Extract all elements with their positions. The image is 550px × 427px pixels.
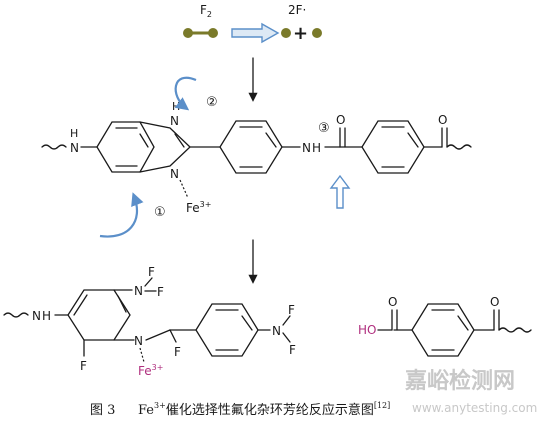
imidazole-n-bottom: N [170,167,179,181]
fluorinated-ring [67,289,131,341]
product-amine-h: H [42,309,51,323]
terephthaloyl-ring [361,120,425,174]
product-nf2-n: N [134,284,143,298]
product-f-bridge: F [174,345,181,359]
watermark-cn: 嘉峪检测网 [405,368,515,394]
attack-arrow-1 [99,192,144,238]
step-3-label: ③ [318,121,330,136]
carbonyl-o-1: O [336,113,345,127]
carbonyl-o-2: O [438,113,447,127]
product-amine-n: N [32,309,41,323]
fe-label: Fe3+ [186,200,211,215]
watermark: 嘉峪检测网 www.anytesting.com [405,368,537,415]
product-nf2-n-2: N [272,324,281,338]
product-nf2-f2: F [157,285,164,299]
product-label: 2F· [288,3,306,17]
product-nf2-2-f1: F [288,303,295,317]
figure-caption: 图 3 Fe3+催化选择性氟化杂环芳纶反应示意图[12] [90,401,390,418]
product-nf2-2-f2: F [289,343,296,357]
amide-n: N [302,141,311,155]
aramid-polymer-chain: N H N H N Fe3+ N H O [41,76,472,238]
fluorine-radical [312,28,322,38]
caption-text: Fe3+催化选择性氟化杂环芳纶反应示意图[12] [138,401,390,418]
amine-n: N [70,141,79,155]
acid-carbonyl-o: O [388,295,397,309]
attack-arrow-2 [174,76,197,111]
acid-carbonyl-o-2: O [490,295,499,309]
watermark-url: www.anytesting.com [412,401,537,415]
hydroxyl-ho: HO [358,323,376,337]
f2-dissociation: F2 2F· + [183,3,322,44]
dissociation-arrow [231,22,280,44]
product-fe-label: Fe3+ [138,363,163,378]
polymer-chain-wave [498,327,532,333]
carboxylic-acid-fragment: HO O O [358,295,532,357]
fluorine-atom [208,28,218,38]
fluorine-radical [281,28,291,38]
f2-label: F2 [200,3,212,19]
fluorine-atom [183,28,193,38]
polymer-chain-wave [41,144,67,150]
step-1-label: ① [154,205,166,220]
caption-figure-no: 图 3 [90,403,115,418]
benzimidazole-benzene-ring [96,121,155,173]
polymer-chain-wave [446,144,472,150]
fluorinated-product: N H F N F F N Fe3+ F N F [3,265,296,378]
plus-sign: + [293,23,308,44]
amine-h: H [70,127,78,140]
attack-arrow-3 [329,174,351,209]
step-2-label: ② [206,95,218,110]
product-nf2-f1: F [148,265,155,279]
product-f-ring: F [80,359,87,373]
product-n-fe: N [134,334,143,348]
polymer-chain-wave [3,312,29,318]
fe-coordination-bond [179,179,189,199]
acid-benzene-ring [411,303,475,357]
amide-h: H [312,141,321,155]
product-phenyl-ring [195,303,259,357]
phenyl-ring-1 [219,120,283,174]
imidazole-n-top: N [170,114,179,128]
